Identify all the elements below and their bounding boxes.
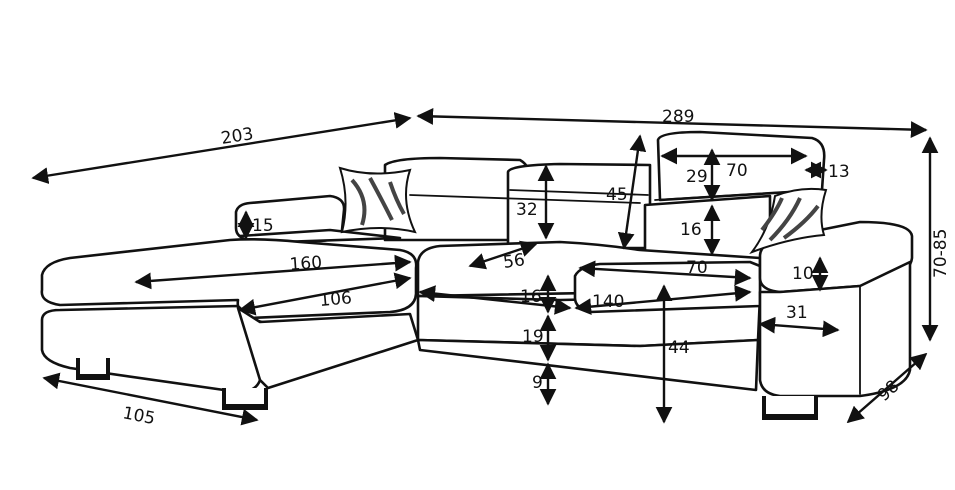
dim-backrest-height-left: 32: [516, 200, 538, 220]
dim-arm-width: 31: [786, 303, 808, 323]
dim-headrest-height: 29: [686, 167, 708, 187]
sofa-outline: [40, 130, 914, 420]
dim-overall-left-depth: 203: [220, 124, 255, 149]
dim-headrest-width: 70: [726, 161, 748, 181]
dim-back-lower: 16: [680, 220, 702, 240]
dim-seat-thickness: 16: [520, 287, 542, 307]
dim-seat-depth: 56: [502, 250, 526, 273]
leaf-pillow-left: [338, 166, 417, 234]
dim-seat-left-length: 160: [289, 253, 323, 275]
dim-headrest-depth: 13: [828, 162, 850, 182]
dim-base-height: 19: [522, 327, 544, 347]
dim-overall-width: 289: [662, 107, 694, 127]
dim-seat-left-inner: 106: [319, 288, 353, 311]
dim-leg-height: 9: [532, 373, 543, 393]
leaf-pillow-right: [749, 187, 828, 255]
dim-seat-width-right: 70: [686, 258, 708, 278]
dimension-lines: [31, 108, 939, 426]
dim-height-range: 70-85: [931, 229, 951, 278]
dim-arm-height: 10: [792, 264, 814, 284]
dim-backrest-height-mid: 45: [606, 185, 628, 205]
dim-left-arm-height: 15: [252, 216, 274, 236]
dim-seat-front: 140: [592, 292, 624, 312]
dim-seat-height: 44: [668, 338, 690, 358]
dim-left-bottom-width: 105: [121, 403, 157, 429]
